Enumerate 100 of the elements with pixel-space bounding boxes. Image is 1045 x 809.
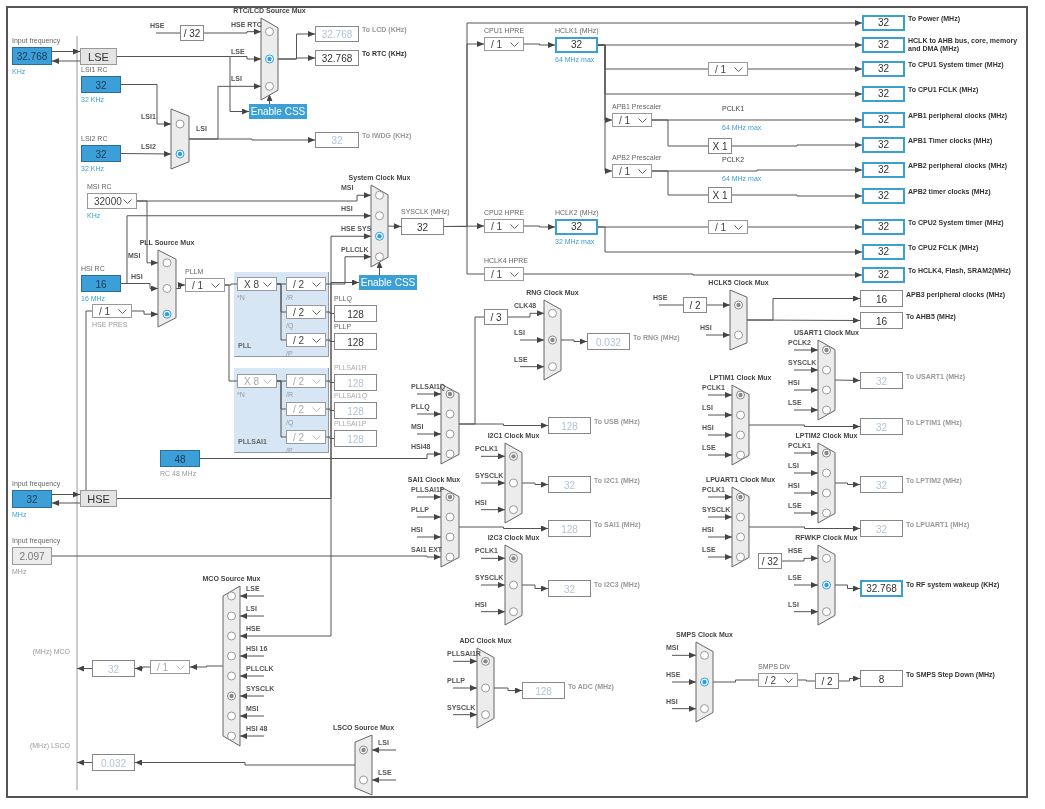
prescaler-dropdown: / 1 xyxy=(150,660,190,674)
arrow xyxy=(793,510,819,516)
arrow xyxy=(834,481,861,488)
frequency-value-box: 32 xyxy=(862,267,905,283)
arrow xyxy=(793,407,819,413)
frequency-value-box: 32 xyxy=(862,112,905,128)
arrow xyxy=(189,664,224,670)
arrow xyxy=(51,500,81,506)
arrow xyxy=(51,554,442,560)
arrow xyxy=(793,450,819,456)
frequency-value-box: 32 xyxy=(862,137,905,153)
arrow xyxy=(523,272,863,278)
arrow xyxy=(188,137,316,143)
arrow xyxy=(134,665,151,672)
enable-css-button: Enable CSS xyxy=(249,104,307,119)
arrow xyxy=(458,422,549,429)
frequency-value-box: 128 xyxy=(522,682,565,699)
prescaler-dropdown: / 1 xyxy=(484,267,524,281)
frequency-value-box: 32.768 xyxy=(315,50,359,66)
arrow xyxy=(416,494,442,500)
arrow xyxy=(76,759,93,766)
connector-line xyxy=(155,32,181,34)
connector-line xyxy=(325,408,335,411)
frequency-value-box: 32 xyxy=(860,520,903,537)
arrow xyxy=(120,150,172,157)
arrow xyxy=(452,685,478,691)
connector-line xyxy=(325,311,335,314)
connector-line xyxy=(325,436,335,439)
frequency-value-box: 32 xyxy=(401,218,444,235)
frequency-input-field: 32 xyxy=(12,490,52,508)
arrow xyxy=(493,687,523,694)
frequency-value-box: 128 xyxy=(334,305,377,322)
arrow xyxy=(793,367,819,373)
frequency-value-box: 32 xyxy=(555,219,598,235)
prescaler-dropdown: / 2 xyxy=(286,277,326,291)
clock-source-box: HSE xyxy=(80,490,117,507)
arrow xyxy=(480,582,506,588)
pll-panel xyxy=(234,272,329,357)
connector-line xyxy=(712,679,759,683)
connector-line xyxy=(597,226,709,228)
arrow xyxy=(597,44,613,174)
arrow xyxy=(523,224,556,230)
arrow xyxy=(793,490,819,496)
arrow xyxy=(793,582,819,588)
frequency-value-box: 32 xyxy=(92,660,135,677)
arrow xyxy=(458,525,549,532)
arrow xyxy=(116,56,250,115)
arrow xyxy=(523,42,556,48)
prescaler-dropdown: / 2 xyxy=(758,673,798,687)
frequency-value-box: 32 xyxy=(862,15,905,31)
connector-line xyxy=(658,304,684,306)
arrow xyxy=(834,377,861,384)
prescaler-dropdown: / 1 xyxy=(484,219,524,233)
connector-line xyxy=(458,316,485,425)
prescaler-dropdown: / 2 xyxy=(286,402,326,416)
arrow xyxy=(325,253,372,285)
arrow xyxy=(175,282,186,289)
frequency-value-box: 128 xyxy=(548,520,591,537)
arrow xyxy=(793,347,819,353)
frequency-value-box: 128 xyxy=(548,417,591,434)
arrow xyxy=(731,193,863,199)
frequency-value-box: 32.768 xyxy=(315,26,359,42)
arrow xyxy=(671,652,697,659)
connector-line xyxy=(85,310,93,491)
connector-line xyxy=(325,380,335,383)
arrow xyxy=(76,665,93,672)
arrow xyxy=(706,302,731,308)
prescaler-dropdown: X 8 xyxy=(237,277,277,291)
arrow xyxy=(707,534,733,540)
arrow xyxy=(746,317,861,324)
frequency-input-field: 48 xyxy=(160,450,200,467)
connector-line xyxy=(276,283,287,341)
arrow xyxy=(707,392,733,398)
arrow xyxy=(416,534,442,540)
arrow xyxy=(507,310,545,318)
frequency-input-field: 32 xyxy=(81,76,121,93)
prescaler-dropdown: / 1 xyxy=(708,62,748,76)
enable-css-button: Enable CSS xyxy=(359,275,417,290)
prescaler-dropdown: / 1 xyxy=(708,220,748,234)
arrow xyxy=(452,711,478,718)
arrow xyxy=(131,310,159,318)
arrow xyxy=(416,391,442,397)
connector-line xyxy=(797,679,816,682)
arrow xyxy=(747,224,863,230)
frequency-value-box: 128 xyxy=(334,402,377,419)
arrow xyxy=(416,431,442,437)
arrow xyxy=(51,491,81,498)
arrow xyxy=(239,713,265,719)
prescaler-dropdown: 32000 xyxy=(87,193,137,209)
prescaler-dropdown: / 2 xyxy=(286,333,326,347)
arrow xyxy=(51,48,81,55)
arrow xyxy=(480,506,506,513)
arrow xyxy=(519,363,545,370)
clock-source-box: LSE xyxy=(80,48,117,65)
arrow xyxy=(239,613,265,619)
arrow xyxy=(239,733,265,739)
arrow xyxy=(120,283,159,292)
frequency-value-box: 32 xyxy=(862,86,905,102)
arrow xyxy=(199,451,442,459)
arrow xyxy=(277,55,316,61)
